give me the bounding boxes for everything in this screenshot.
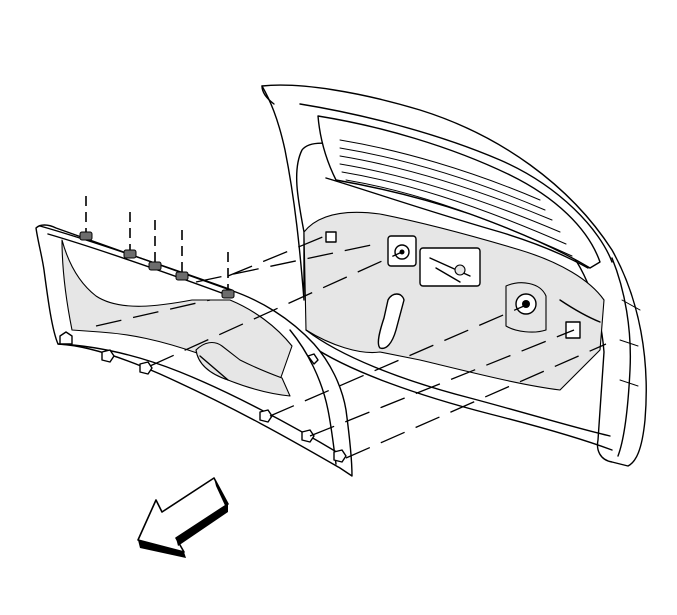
liftgate-window-glass — [317, 115, 601, 269]
alignment-line — [95, 299, 211, 327]
liftgate-pull-strap — [377, 293, 405, 350]
retainer-clip — [148, 220, 162, 271]
liftgate-window-frame — [299, 103, 613, 263]
retainer-clip — [175, 230, 189, 281]
alignment-line — [149, 251, 403, 367]
retainer-clips — [79, 196, 235, 299]
alignment-lines — [95, 233, 607, 459]
trim-panel-clip-tabs — [59, 331, 347, 463]
retainer-clip — [79, 196, 93, 241]
retainer-clip — [123, 212, 137, 259]
alignment-line — [195, 243, 377, 283]
liftgate-window-lower — [325, 177, 589, 269]
front-direction-arrow — [137, 477, 229, 558]
trim-panel-handle-bump — [195, 341, 291, 397]
trim-panel — [35, 224, 353, 477]
liftgate-lower-sill — [305, 329, 611, 437]
defroster-grid-lines — [339, 139, 573, 257]
alignment-line — [309, 329, 575, 437]
alignment-line — [227, 233, 331, 277]
retainer-clip — [221, 252, 235, 299]
alignment-line — [269, 305, 525, 417]
alignment-line — [345, 343, 607, 459]
liftgate — [261, 84, 647, 467]
